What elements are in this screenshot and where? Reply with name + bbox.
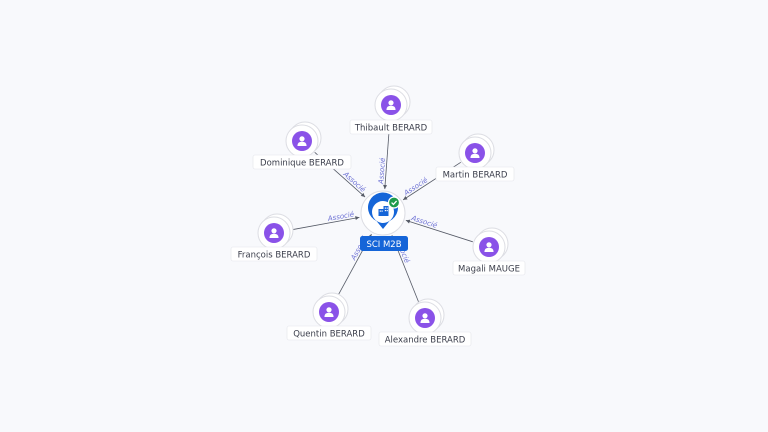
edge-label: Associé (326, 210, 355, 223)
person-node-martin-berard[interactable]: Martin BERARD (435, 133, 515, 182)
person-node-dominique-berard[interactable]: Dominique BERARD (252, 121, 352, 170)
person-icon (324, 307, 334, 317)
arrow-head-icon (405, 219, 411, 224)
node-label-bg (452, 260, 526, 276)
person-node-magali-mauge[interactable]: Magali MAUGE (452, 227, 526, 276)
company-node[interactable]: SCI M2B (360, 190, 408, 251)
person-name: Martin BERARD (443, 171, 508, 181)
person-icon (484, 242, 494, 252)
person-name: Alexandre BERARD (385, 336, 466, 346)
person-node-quentin-berard[interactable]: Quentin BERARD (286, 292, 372, 341)
person-icon (420, 313, 430, 323)
edge-francois-berard: Associé (290, 210, 360, 231)
arrow-head-icon (360, 192, 366, 198)
node-label-bg (435, 166, 515, 182)
edge-label: Associé (341, 170, 367, 195)
node-label-bg (286, 325, 372, 341)
person-name: Quentin BERARD (293, 330, 365, 340)
company-label: SCI M2B (366, 240, 401, 250)
arrow-head-icon (403, 196, 408, 200)
person-icon (269, 228, 279, 238)
arrow-head-icon (355, 216, 360, 221)
edge-line (290, 216, 360, 231)
person-name: Magali MAUGE (458, 265, 520, 275)
person-icon (470, 148, 480, 158)
node-label-bg (349, 119, 433, 135)
person-node-alexandre-berard[interactable]: Alexandre BERARD (378, 298, 472, 347)
person-node-thibault-berard[interactable]: Thibault BERARD (349, 85, 433, 135)
person-icon (386, 100, 396, 110)
person-name: Thibault BERARD (354, 124, 428, 134)
edge-label: Associé (409, 214, 438, 230)
check-badge-icon (387, 196, 401, 209)
company-label-badge (360, 236, 408, 251)
person-name: Dominique BERARD (260, 159, 344, 169)
edge-label: Associé (402, 176, 430, 198)
person-icon (297, 136, 307, 146)
building-icon (378, 206, 389, 216)
node-label-bg (230, 246, 318, 262)
person-node-francois-berard[interactable]: François BERARD (230, 213, 318, 262)
edge-label: Associé (377, 157, 387, 186)
edge-magali-mauge: Associé (405, 214, 473, 243)
arrow-head-icon (383, 184, 388, 190)
node-label-bg (252, 154, 352, 170)
edge-line (405, 219, 473, 243)
node-label-bg (378, 331, 472, 347)
nodes-layer: Thibault BERARD Dominique BERARD Martin BE… (230, 85, 526, 347)
person-name: François BERARD (238, 251, 311, 261)
